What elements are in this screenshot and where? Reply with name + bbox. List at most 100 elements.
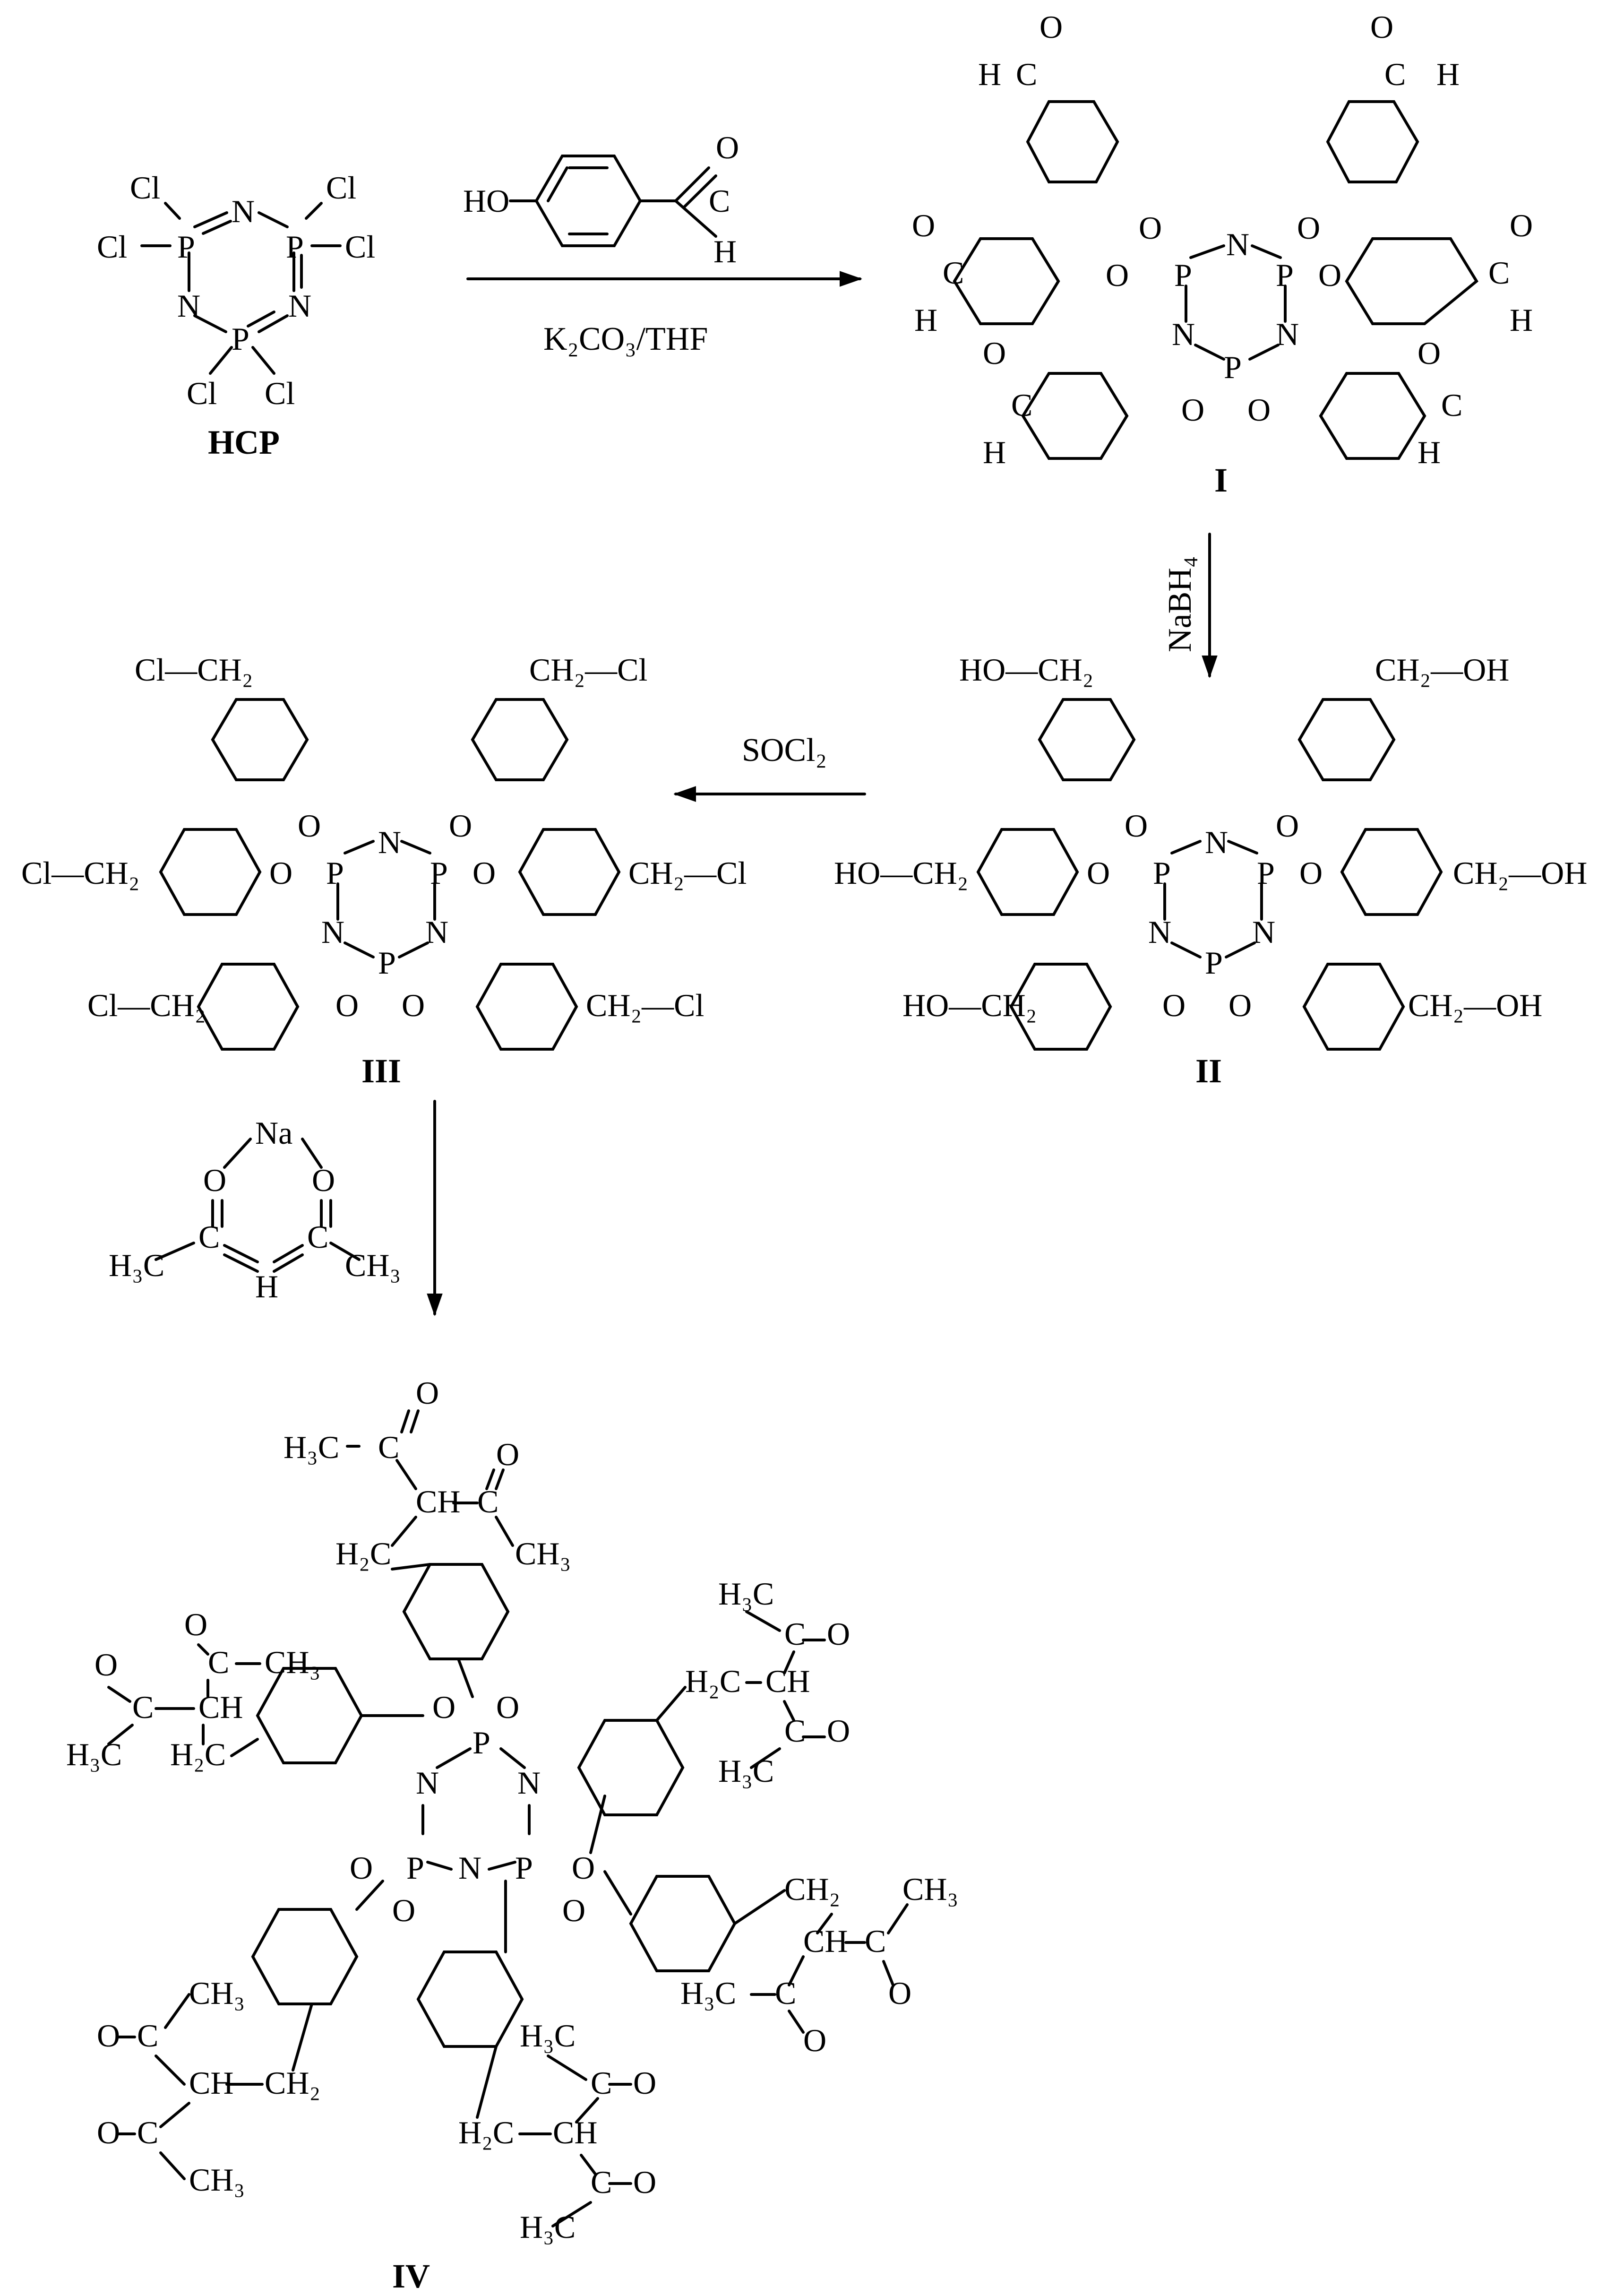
atom-p: P	[1153, 855, 1171, 891]
atom-o: O	[1087, 855, 1110, 891]
atom-c: C	[1016, 56, 1037, 92]
atom-h3c: H₃C	[718, 1576, 774, 1612]
compound-hcp: Cl Cl P N P Cl Cl N N P Cl Cl HCP	[97, 170, 375, 461]
substituent-cl-ch2: Cl—CH₂	[87, 987, 206, 1023]
atom-c: C	[775, 1975, 796, 2011]
substituent-ch2-cl: CH₂—Cl	[628, 855, 747, 891]
atom-p: P	[515, 1850, 533, 1886]
atom-c: C	[784, 1713, 806, 1749]
atom-p: P	[430, 855, 448, 891]
atom-o: O	[350, 1850, 373, 1886]
atom-n: N	[321, 914, 344, 950]
compound-label-iv: IV	[392, 2257, 430, 2295]
atom-h3c: H₃C	[520, 2209, 576, 2245]
reagent-sodium-acetylacetonate: Na O O C C H₃C CH₃ H	[109, 1115, 401, 1304]
ii-core-bonds	[1163, 840, 1263, 958]
atom-o: O	[1510, 207, 1533, 243]
iv-core-bonds	[421, 1747, 531, 1871]
atom-o: O	[1318, 257, 1341, 293]
i-aryl-rings	[953, 100, 1478, 460]
substituent-ch2-oh: CH₂—OH	[1375, 652, 1509, 688]
substituent-cl-ch2: Cl—CH₂	[21, 855, 139, 891]
atom-o: O	[1181, 392, 1204, 428]
atom-h: H	[1418, 434, 1441, 470]
atom-n: N	[1276, 316, 1299, 352]
atom-h: H	[1436, 56, 1460, 92]
atom-n: N	[1226, 226, 1249, 262]
atom-o: O	[203, 1162, 226, 1198]
atom-o: O	[1370, 9, 1393, 45]
atom-p: P	[473, 1725, 490, 1761]
reagent1-bonds	[509, 155, 717, 247]
atom-n: N	[1172, 316, 1195, 352]
atom-o: O	[633, 2164, 656, 2200]
atom-o: O	[1040, 9, 1063, 45]
atom-cl: Cl	[265, 375, 295, 411]
atom-o: O	[335, 987, 359, 1023]
atom-c: C	[943, 255, 964, 291]
atom-h3c: H₃C	[520, 2018, 576, 2054]
atom-o: O	[827, 1713, 850, 1749]
atom-h: H	[255, 1269, 278, 1304]
atom-o: O	[1276, 808, 1299, 844]
atom-o: O	[402, 987, 425, 1023]
atom-c: C	[378, 1429, 399, 1465]
compound-i: P N P N N P O O O O O O H C O O C H O C …	[912, 9, 1533, 499]
atom-n: N	[416, 1765, 439, 1801]
substituent-ch2-cl: CH₂—Cl	[586, 987, 704, 1023]
atom-ch: CH	[803, 1923, 848, 1959]
atom-c: C	[1488, 255, 1510, 291]
substituent-ch2-cl: CH₂—Cl	[529, 652, 647, 688]
atom-o: O	[1297, 210, 1320, 246]
atom-o: O	[562, 1892, 585, 1928]
atom-o: O	[572, 1850, 595, 1886]
iv-substituent-bonds	[107, 1409, 909, 2227]
atom-c: C	[591, 2065, 612, 2101]
atom-p: P	[1224, 349, 1242, 385]
atom-o: O	[1247, 392, 1271, 428]
iv-aryl-rings	[251, 1563, 737, 2048]
atom-o: O	[716, 129, 739, 165]
atom-o: O	[633, 2065, 656, 2101]
atom-o: O	[1418, 335, 1441, 371]
atom-p: P	[1174, 257, 1192, 293]
atom-p: P	[378, 945, 396, 981]
atom-o: O	[449, 808, 472, 844]
atom-c: C	[591, 2164, 612, 2200]
ii-aryl-rings	[976, 698, 1443, 1051]
atom-c: C	[132, 1689, 154, 1725]
atom-o: O	[803, 2022, 826, 2058]
atom-h2c: H₂C	[685, 1663, 741, 1699]
atom-o: O	[1106, 257, 1129, 293]
atom-h: H	[983, 434, 1006, 470]
atom-o: O	[496, 1689, 519, 1725]
atom-c: C	[1384, 56, 1406, 92]
reagent-nabh4: NaBH₄	[1162, 556, 1198, 652]
atom-n: N	[232, 193, 255, 229]
atom-o: O	[95, 1647, 118, 1683]
atom-n: N	[425, 914, 448, 950]
atom-h: H	[1510, 302, 1533, 338]
atom-n: N	[1252, 914, 1275, 950]
atom-cl: Cl	[187, 375, 217, 411]
atom-ch: CH	[198, 1689, 243, 1725]
atom-ch3: CH₃	[902, 1871, 958, 1907]
atom-p: P	[1276, 257, 1294, 293]
atom-c: C	[1441, 387, 1462, 423]
atom-o: O	[97, 2115, 120, 2150]
atom-h2c: H₂C	[458, 2115, 514, 2150]
atom-p: P	[232, 321, 249, 357]
atom-h: H	[713, 233, 737, 269]
atom-ch2: CH₂	[784, 1871, 840, 1907]
atom-c: C	[1011, 387, 1032, 423]
atom-c: C	[709, 183, 730, 219]
atom-h3c: H₃C	[284, 1429, 339, 1465]
atom-o: O	[1139, 210, 1162, 246]
atom-c: C	[865, 1923, 886, 1959]
atom-c: C	[784, 1616, 806, 1652]
atom-o: O	[97, 2018, 120, 2054]
atom-n: N	[1205, 824, 1228, 860]
atom-o: O	[473, 855, 496, 891]
compound-label-iii: III	[361, 1052, 401, 1090]
